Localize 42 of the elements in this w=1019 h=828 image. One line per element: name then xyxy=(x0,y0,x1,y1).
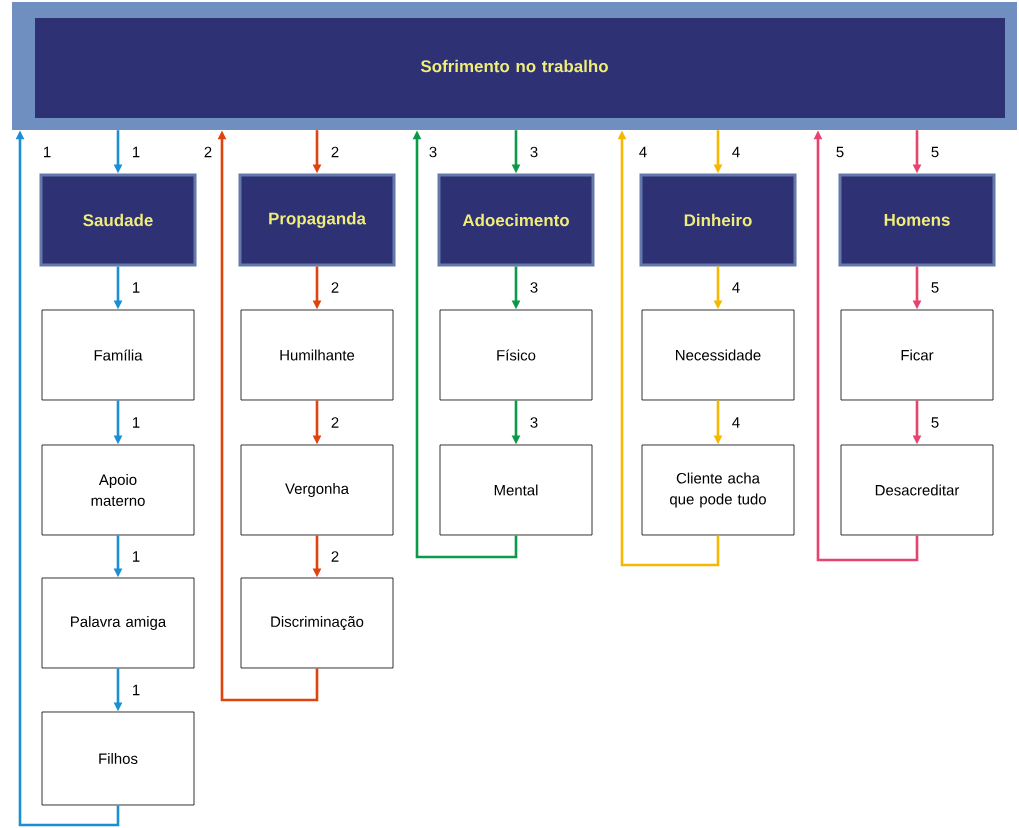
edge-label: 1 xyxy=(130,281,142,294)
process-box: Cliente acha que pode tudo xyxy=(641,444,795,536)
edge-label: 1 xyxy=(41,145,53,159)
edge-label: 3 xyxy=(528,416,540,429)
edge-label: 1 xyxy=(130,550,142,563)
process-box: Família xyxy=(41,309,195,401)
edge-label: 4 xyxy=(730,281,742,294)
edge-label: 3 xyxy=(427,145,439,159)
edge-label: 4 xyxy=(637,145,649,159)
title-banner: Sofrimento no trabalho xyxy=(12,2,1017,130)
edge-label: 5 xyxy=(834,145,846,159)
process-box: Mental xyxy=(439,444,593,536)
process-box: Ficar xyxy=(840,309,994,401)
edge-label: 3 xyxy=(528,281,540,294)
edge-label: 5 xyxy=(929,145,941,159)
edge-label: 2 xyxy=(329,550,341,563)
edge-label: 1 xyxy=(130,683,142,697)
process-box: Filhos xyxy=(41,711,195,806)
category-box: Dinheiro xyxy=(639,173,797,267)
edge-label: 3 xyxy=(528,145,540,159)
edge-label: 5 xyxy=(929,416,941,429)
edge-label: 4 xyxy=(730,416,742,429)
edge-label: 2 xyxy=(329,145,341,159)
category-box: Homens xyxy=(838,173,996,267)
category-box: Propaganda xyxy=(238,173,396,267)
process-box: Necessidade xyxy=(641,309,795,401)
process-box: Físico xyxy=(439,309,593,401)
edge-label: 2 xyxy=(329,281,341,294)
process-box: Vergonha xyxy=(240,444,394,536)
edge-label: 2 xyxy=(202,145,214,159)
process-box: Apoio materno xyxy=(41,444,195,536)
process-box: Desacreditar xyxy=(840,444,994,536)
edge-label: 5 xyxy=(929,281,941,294)
edge-label: 1 xyxy=(130,145,142,159)
category-box: Adoecimento xyxy=(437,173,595,267)
category-box: Saudade xyxy=(39,173,197,267)
process-box: Humilhante xyxy=(240,309,394,401)
process-box: Palavra amiga xyxy=(41,577,195,669)
edge-label: 2 xyxy=(329,416,341,429)
edge-label: 4 xyxy=(730,145,742,159)
edge-label: 1 xyxy=(130,416,142,429)
process-box: Discriminação xyxy=(240,577,394,669)
